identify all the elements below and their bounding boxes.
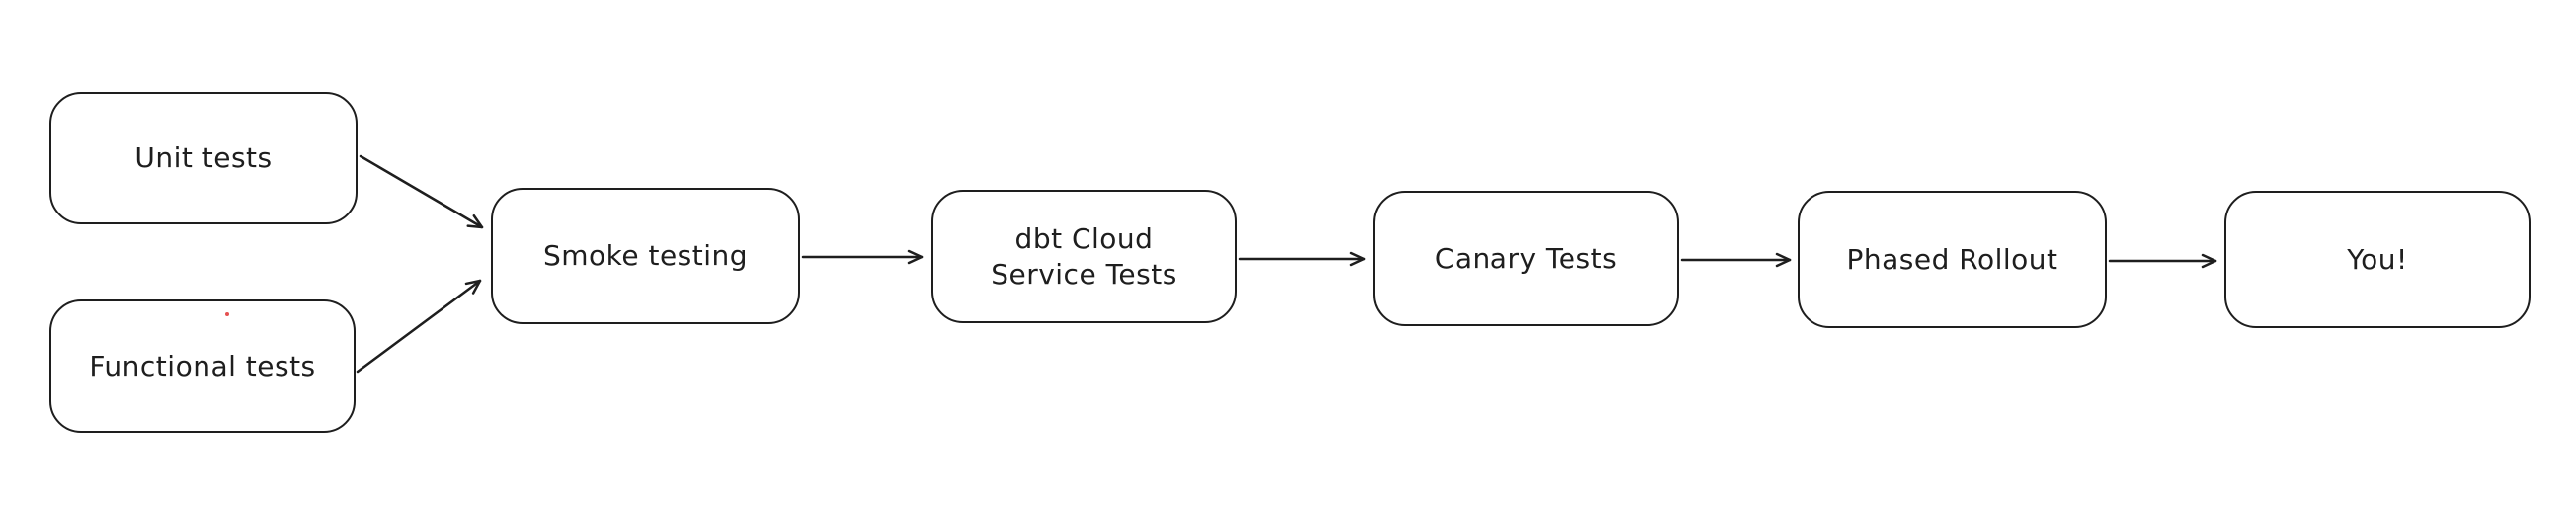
node-functional-tests-label: Functional tests [89,349,316,382]
node-smoke-testing-label: Smoke testing [542,239,749,273]
node-dbt-cloud-service-tests-label: dbt Cloud Service Tests [991,221,1177,291]
node-phased-rollout: Phased Rollout [1798,191,2107,328]
node-canary-tests-label: Canary Tests [1434,241,1618,275]
edge-unit-tests-to-smoke-testing [359,154,484,229]
node-you-label: You! [2347,242,2408,276]
node-phased-rollout-label: Phased Rollout [1846,242,2058,276]
node-unit-tests: Unit tests [49,92,358,224]
edge-functional-tests-to-smoke-testing [356,279,482,374]
node-unit-tests-label: Unit tests [134,141,273,175]
node-dbt-cloud-service-tests: dbt Cloud Service Tests [931,190,1237,323]
node-canary-tests: Canary Tests [1373,191,1679,326]
node-smoke-testing: Smoke testing [491,188,800,324]
stray-red-dot [225,312,229,316]
node-you: You! [2224,191,2531,328]
node-functional-tests: Functional tests [49,299,356,433]
